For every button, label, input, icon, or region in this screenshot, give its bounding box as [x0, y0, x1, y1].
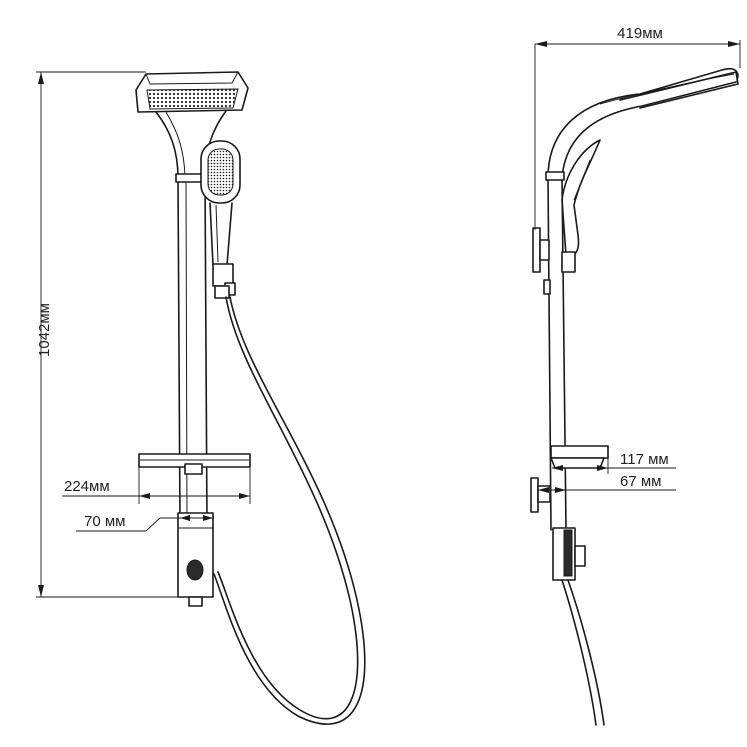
reach-dimension — [534, 40, 741, 230]
side-riser-pipe — [545, 171, 567, 531]
pipe-diameter-dimension — [76, 515, 214, 532]
overhead-shower-head — [135, 71, 249, 113]
hand-shower — [200, 140, 241, 266]
side-bottom-wall-bracket — [530, 477, 551, 513]
side-shower-hose — [561, 579, 597, 726]
side-slider — [543, 251, 576, 295]
hand-shower-slider — [212, 263, 236, 299]
side-top-wall-bracket — [532, 227, 550, 273]
shelf-width-dimension — [62, 467, 251, 504]
shelf-depth-dimension — [552, 458, 676, 474]
side-hand-shower — [561, 139, 601, 257]
shower-hose — [217, 296, 359, 720]
front-view: 1042мм 224мм 70 мм — [36, 71, 366, 725]
side-overhead-arm — [547, 67, 739, 179]
height-dimension-label: 1042мм — [36, 303, 53, 357]
wall-offset-label: 67 мм — [620, 473, 661, 490]
side-mixer-body — [552, 527, 586, 581]
shelf-depth-label: 117 мм — [620, 451, 669, 468]
front-shelf — [138, 453, 251, 475]
reach-label: 419мм — [617, 25, 663, 42]
height-dimension — [36, 71, 186, 598]
mixer-body — [177, 512, 214, 607]
shelf-width-label: 224мм — [64, 478, 110, 495]
wall-offset-dimension — [538, 487, 676, 493]
side-shelf — [550, 445, 609, 469]
side-view: 419мм 117 мм 67 мм — [530, 25, 741, 726]
pipe-diameter-label: 70 мм — [84, 513, 125, 530]
